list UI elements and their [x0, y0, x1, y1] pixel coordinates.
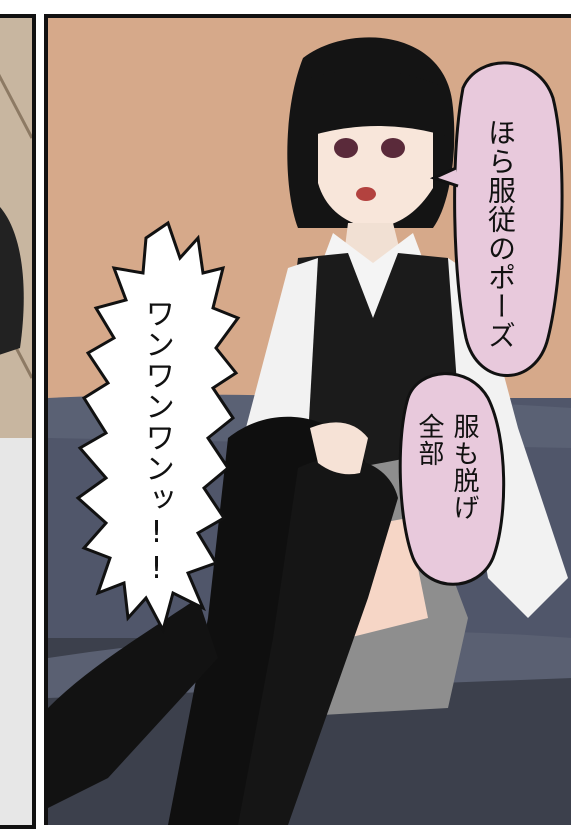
scene-art: [48, 18, 571, 825]
speech-text-2-line-1: 服も脱げ: [449, 413, 479, 521]
left-panel-fragment: [0, 14, 36, 829]
thought-bubble-2: [398, 372, 506, 586]
thought-bubble-1: [453, 61, 564, 377]
speech-text-1: ほら服従のポーズ: [484, 118, 517, 350]
main-panel: ほら服従のポーズ 服も脱げ 全部 ワンワンワンッ!!: [44, 14, 571, 825]
left-panel-art: [0, 18, 32, 825]
shout-bubble: [75, 220, 241, 635]
shout-text: ワンワンワンッ!!: [139, 298, 174, 587]
speech-text-2-line-2: 全部: [414, 413, 444, 467]
